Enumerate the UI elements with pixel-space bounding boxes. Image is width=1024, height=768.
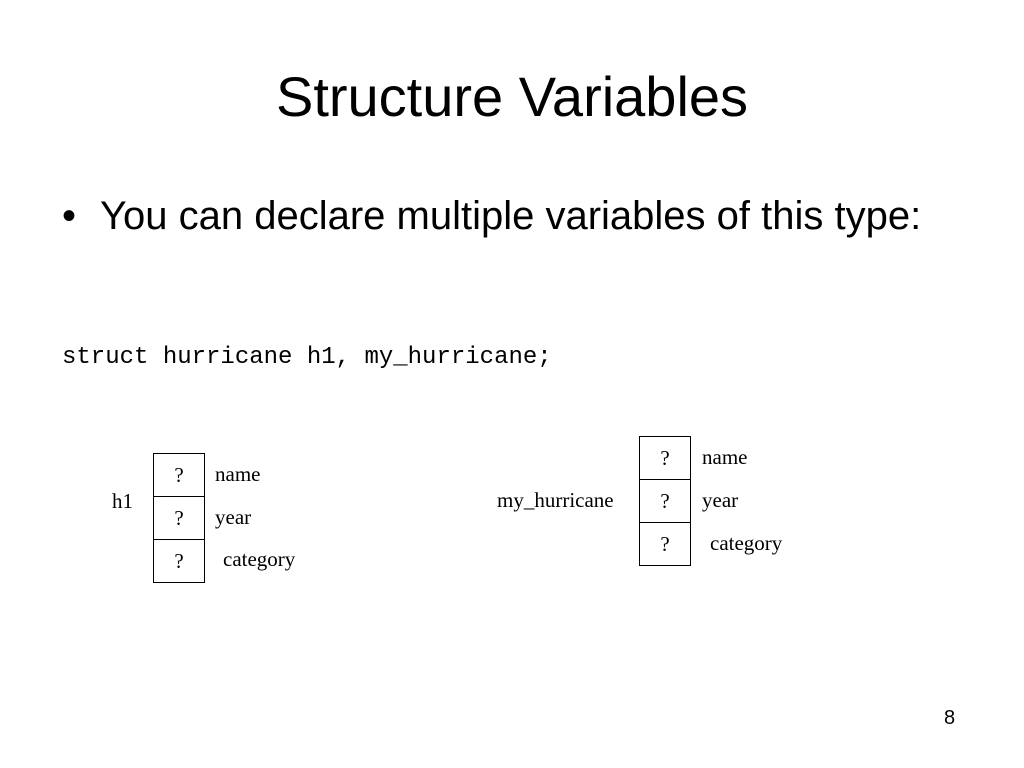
field-name-label: category (710, 531, 783, 555)
field-name-label: name (702, 445, 748, 469)
field-name-label: year (215, 505, 252, 529)
field-name-label: year (702, 488, 739, 512)
struct-cells: ? ? ? (153, 453, 205, 583)
field-value-cell: ? (154, 539, 204, 582)
code-line: struct hurricane h1, my_hurricane; (62, 344, 552, 371)
field-value-cell: ? (660, 446, 670, 470)
field-value-cell: ? (154, 496, 204, 539)
variable-label: h1 (112, 489, 133, 513)
field-value-cell: ? (174, 463, 184, 487)
struct-cells: ? ? ? (639, 436, 691, 566)
field-value-cell: ? (640, 479, 690, 522)
field-name-label: category (223, 547, 296, 571)
slide-title: Structure Variables (275, 65, 749, 128)
page-number: 8 (944, 707, 956, 729)
variable-label: my_hurricane (497, 488, 614, 512)
bullet-marker: • (62, 194, 77, 238)
bullet-text: You can declare multiple variables of th… (100, 194, 922, 238)
field-name-label: name (215, 462, 261, 486)
field-value-cell: ? (640, 522, 690, 565)
